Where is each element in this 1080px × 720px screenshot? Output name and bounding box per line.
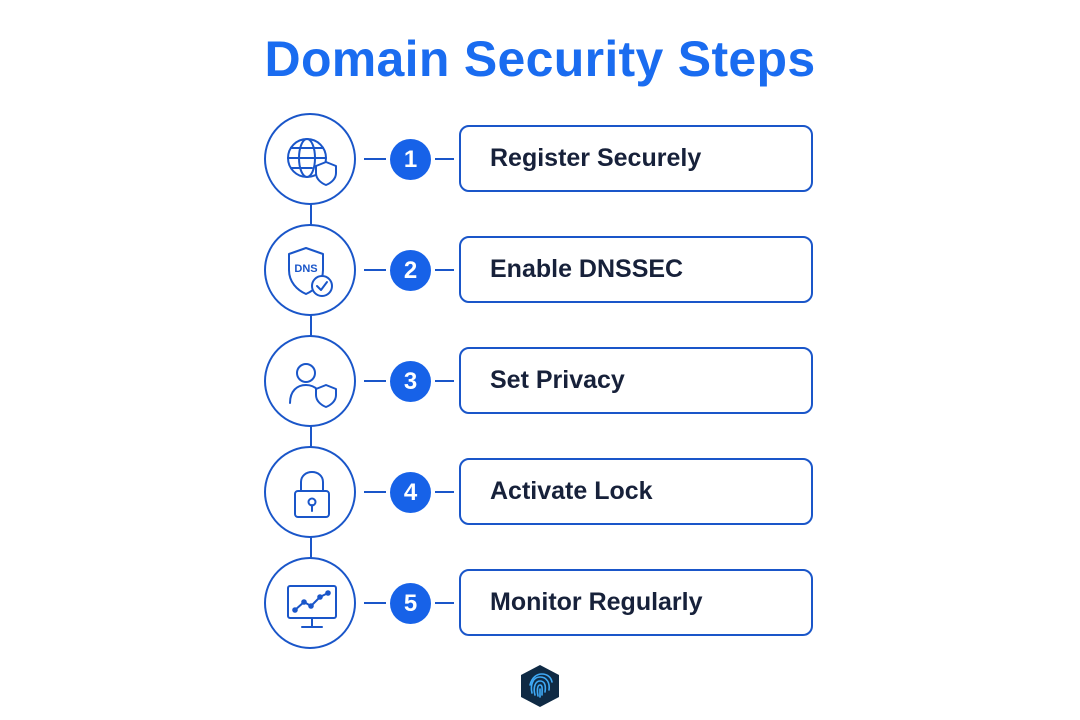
step-label-box: Register Securely (459, 125, 813, 192)
fingerprint-hexagon-icon (518, 663, 562, 714)
step-label: Monitor Regularly (490, 588, 703, 616)
connector-dash (435, 158, 454, 160)
step-4: 4 Activate Lock (0, 446, 1080, 538)
connector-dash (364, 491, 386, 493)
connector-dash (364, 380, 386, 382)
step-number: 4 (390, 472, 431, 513)
step-number: 5 (390, 583, 431, 624)
timeline-connector (310, 422, 312, 450)
step-2: DNS 2 Enable DNSSEC (0, 224, 1080, 316)
step-label: Set Privacy (490, 366, 625, 394)
globe-shield-icon (264, 113, 356, 205)
step-1: 1 Register Securely (0, 113, 1080, 205)
step-number: 2 (390, 250, 431, 291)
step-3: 3 Set Privacy (0, 335, 1080, 427)
connector-dash (364, 269, 386, 271)
user-shield-icon (264, 335, 356, 427)
connector-dash (435, 269, 454, 271)
dns-icon-text: DNS (294, 263, 317, 275)
step-label-box: Monitor Regularly (459, 569, 813, 636)
connector-dash (364, 158, 386, 160)
step-label-box: Set Privacy (459, 347, 813, 414)
dns-shield-check-icon: DNS (264, 224, 356, 316)
step-number: 3 (390, 361, 431, 402)
step-label: Register Securely (490, 144, 702, 172)
step-label: Enable DNSSEC (490, 255, 684, 283)
step-label-box: Activate Lock (459, 458, 813, 525)
connector-dash (435, 602, 454, 604)
timeline-connector (310, 533, 312, 561)
step-label-box: Enable DNSSEC (459, 236, 813, 303)
padlock-icon (264, 446, 356, 538)
step-number: 1 (390, 139, 431, 180)
connector-dash (435, 491, 454, 493)
page-title: Domain Security Steps (264, 31, 816, 87)
step-5: 5 Monitor Regularly (0, 557, 1080, 649)
connector-dash (364, 602, 386, 604)
step-label: Activate Lock (490, 477, 653, 505)
timeline-connector (310, 311, 312, 339)
monitor-chart-icon (264, 557, 356, 649)
timeline-connector (310, 200, 312, 228)
connector-dash (435, 380, 454, 382)
